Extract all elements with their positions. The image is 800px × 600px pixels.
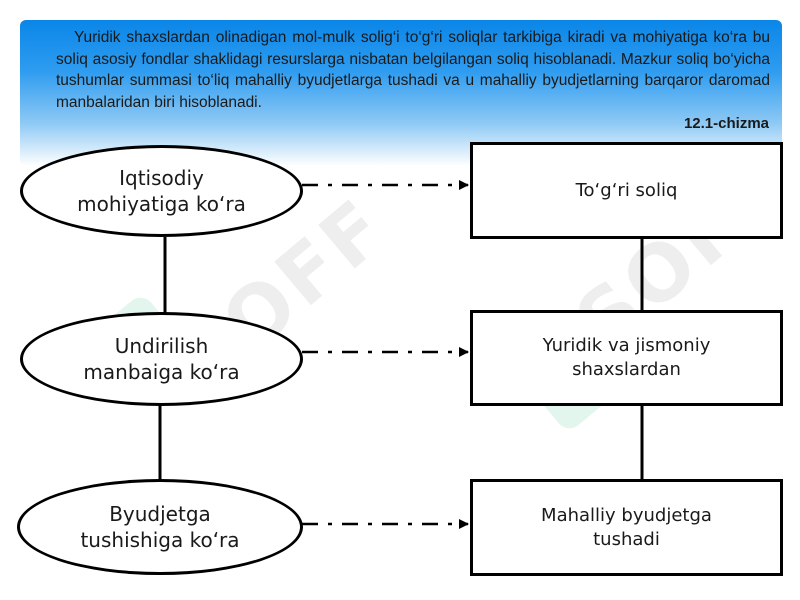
result-label: Yuridik va jismoniy shaxslardan [542,335,711,380]
criterion-label: Byudjetga tushishiga ko‘ra [80,502,240,552]
criterion-label: Iqtisodiy mohiyatiga ko‘ra [77,166,246,216]
result-taxpayers: Yuridik va jismoniy shaxslardan [470,310,783,406]
criterion-budget-allocation: Byudjetga tushishiga ko‘ra [17,479,303,575]
header-banner [20,20,782,166]
criterion-label: Undirilish manbaiga ko‘ra [83,334,240,384]
figure-label: 12.1-chizma [683,115,769,132]
result-local-budget: Mahalliy byudjetga tushadi [470,479,783,576]
criterion-collection-source: Undirilish manbaiga ko‘ra [20,312,303,406]
result-label: To‘g‘ri soliq [575,179,678,201]
result-label: Mahalliy byudjetga tushadi [541,504,712,550]
criterion-economic-essence: Iqtisodiy mohiyatiga ko‘ra [20,145,303,237]
result-direct-tax: To‘g‘ri soliq [470,142,783,239]
intro-paragraph: Yuridik shaxslardan olinadigan mol-mulk … [56,29,770,111]
